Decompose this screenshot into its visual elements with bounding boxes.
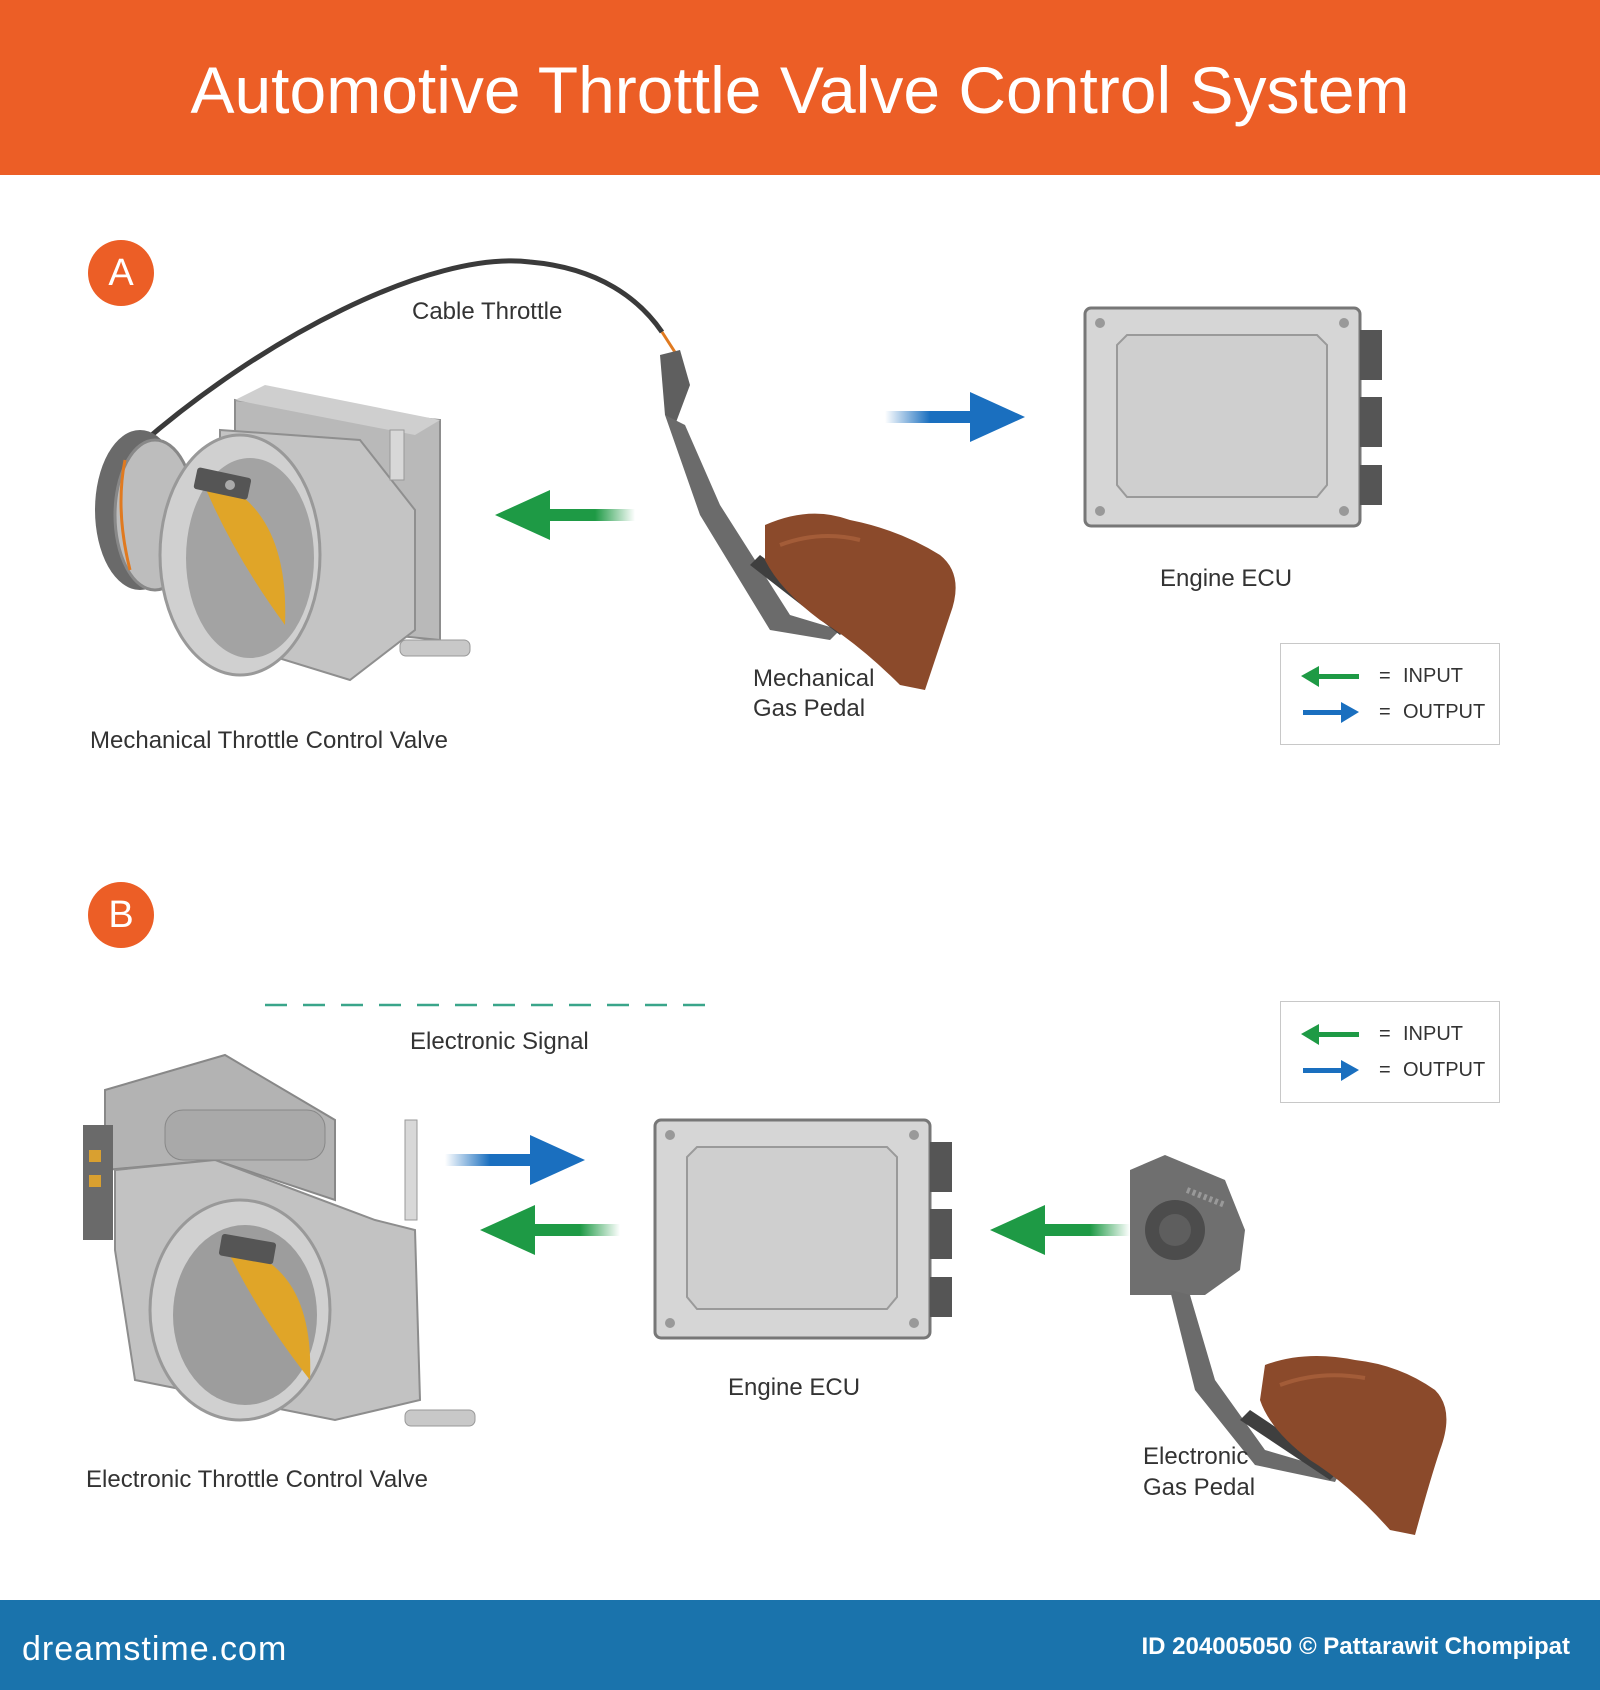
section-b-badge: B <box>88 882 154 948</box>
electronic-pedal-label-line1: Electronic <box>1143 1443 1249 1470</box>
page-title: Automotive Throttle Valve Control System <box>190 53 1410 127</box>
legend-a: = INPUT = OUTPUT <box>1280 643 1500 745</box>
legend-eq: = <box>1379 1023 1391 1045</box>
section-a-badge: A <box>88 240 154 306</box>
engine-ecu-b-label: Engine ECU <box>728 1374 861 1401</box>
input-arrow-a <box>495 490 635 540</box>
electronic-signal-label: Electronic Signal <box>410 1028 589 1055</box>
footer-brand: dreamstime.com <box>22 1630 288 1668</box>
mechanical-throttle-valve <box>95 385 471 682</box>
legend-eq: = <box>1379 701 1391 723</box>
legend-a-input-row: = INPUT <box>1281 662 1499 692</box>
legend-input-label: INPUT <box>1403 665 1463 687</box>
input-arrow-b-pedal <box>990 1205 1130 1255</box>
legend-output-arrow-icon <box>1303 1060 1359 1081</box>
cable-throttle-label: Cable Throttle <box>412 298 563 325</box>
engine-ecu-b <box>653 1118 952 1340</box>
mechanical-gas-pedal <box>660 350 956 690</box>
legend-a-output-row: = OUTPUT <box>1281 698 1499 728</box>
legend-output-arrow-icon <box>1303 702 1359 723</box>
electronic-throttle-valve <box>83 1053 476 1427</box>
legend-eq: = <box>1379 665 1391 687</box>
mechanical-valve-label: Mechanical Throttle Control Valve <box>90 727 448 754</box>
legend-input-arrow-icon <box>1301 666 1359 687</box>
engine-ecu-a-label: Engine ECU <box>1160 565 1293 592</box>
legend-b: = INPUT = OUTPUT <box>1280 1001 1500 1103</box>
output-arrow-a <box>885 392 1025 442</box>
mechanical-pedal-label-line1: Mechanical <box>753 665 875 692</box>
legend-b-input-row: = INPUT <box>1281 1020 1499 1050</box>
electronic-pedal-label-line2: Gas Pedal <box>1143 1474 1256 1501</box>
output-arrow-b <box>445 1135 585 1185</box>
legend-input-label: INPUT <box>1403 1023 1463 1045</box>
mechanical-pedal-label-line2: Gas Pedal <box>753 695 866 722</box>
input-arrow-b-valve <box>480 1205 620 1255</box>
legend-output-label: OUTPUT <box>1403 701 1486 723</box>
throttle-cable <box>138 258 665 447</box>
legend-b-output-row: = OUTPUT <box>1281 1056 1499 1086</box>
electronic-signal-line <box>265 1003 715 1007</box>
footer-bar <box>0 1600 1600 1690</box>
electronic-gas-pedal <box>1130 1155 1447 1535</box>
legend-eq: = <box>1379 1059 1391 1081</box>
legend-output-label: OUTPUT <box>1403 1059 1486 1081</box>
engine-ecu-a <box>1083 306 1382 528</box>
header-bar <box>0 0 1600 175</box>
electronic-valve-label: Electronic Throttle Control Valve <box>86 1466 428 1493</box>
footer-credit: ID 204005050 © Pattarawit Chompipat <box>1141 1633 1570 1660</box>
legend-input-arrow-icon <box>1301 1024 1359 1045</box>
